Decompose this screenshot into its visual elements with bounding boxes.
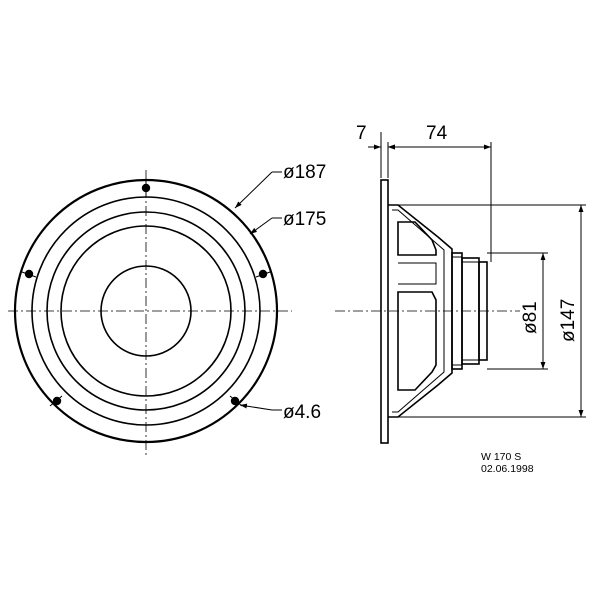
- leader-hole-diameter: [239, 403, 273, 411]
- mounting-diameter-label: ø175: [283, 209, 326, 230]
- dust-cap-circle: [100, 265, 192, 357]
- basket-window-top: [397, 221, 437, 256]
- leader-mounting-diameter: [249, 217, 273, 235]
- mounting-holes: [24, 183, 268, 406]
- flange-thickness-label: 7: [356, 123, 367, 144]
- depth-label: 74: [426, 123, 448, 144]
- leader-outer-diameter: [234, 171, 273, 209]
- surround-inner-circle: [60, 225, 232, 397]
- mounting-hole-left: [24, 269, 34, 279]
- mounting-hole-bottom-right: [230, 396, 240, 406]
- drawing-date: 02.06.1998: [481, 463, 534, 475]
- magnet-diameter-label: ø81: [520, 301, 541, 334]
- outer-diameter-label: ø187: [283, 162, 326, 183]
- mounting-hole-bottom-left: [52, 396, 62, 406]
- model-name: W 170 S: [481, 451, 521, 463]
- flange: [380, 179, 389, 444]
- surround-outer-circle: [46, 211, 246, 411]
- cutout-diameter-label: ø147: [558, 299, 579, 342]
- mounting-hole-top: [141, 183, 151, 193]
- mounting-hole-right: [258, 269, 268, 279]
- basket-window-bottom: [397, 291, 437, 391]
- hole-diameter-label: ø4.6: [283, 402, 321, 423]
- title-block: W 170 S 02.06.1998: [481, 451, 534, 475]
- front-view: ø187 ø175 ø4.6: [8, 162, 326, 456]
- back-plate: [478, 261, 488, 361]
- side-view: 7 74 ø81 ø147: [335, 123, 586, 444]
